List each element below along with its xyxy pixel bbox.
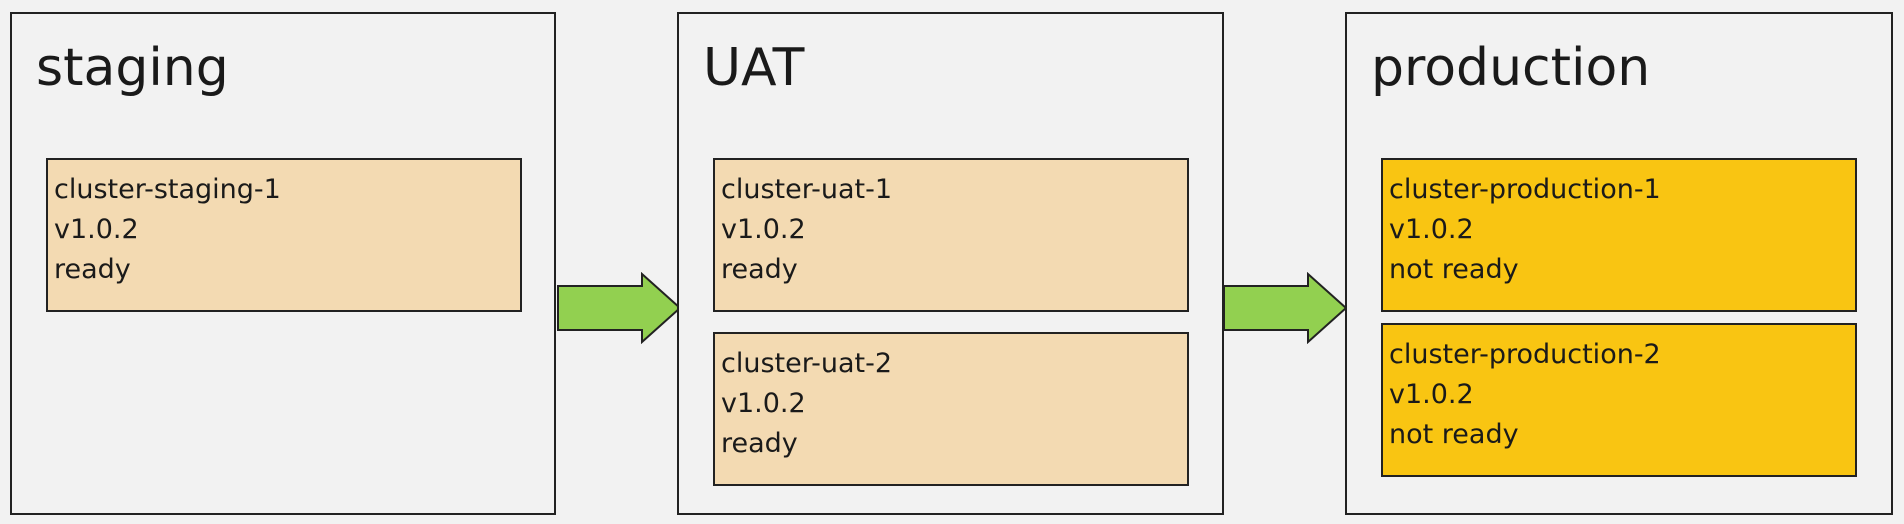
cluster-name: cluster-production-2 xyxy=(1389,339,1661,370)
cluster-name: cluster-staging-1 xyxy=(54,174,281,205)
cluster-version: v1.0.2 xyxy=(721,214,806,245)
arrow-shape xyxy=(557,272,682,344)
environment-title: production xyxy=(1371,38,1651,98)
cluster-card: cluster-production-2 v1.0.2 not ready xyxy=(1381,323,1857,477)
promote-arrow-icon xyxy=(557,272,682,344)
environment-uat: UAT cluster-uat-1 v1.0.2 ready cluster-u… xyxy=(677,12,1224,515)
environment-production: production cluster-production-1 v1.0.2 n… xyxy=(1345,12,1893,515)
arrow-shape xyxy=(1223,272,1348,344)
cluster-name: cluster-uat-2 xyxy=(721,348,893,379)
environment-staging: staging cluster-staging-1 v1.0.2 ready xyxy=(10,12,556,515)
cluster-card: cluster-uat-1 v1.0.2 ready xyxy=(713,158,1189,312)
cluster-card: cluster-staging-1 v1.0.2 ready xyxy=(46,158,522,312)
cluster-version: v1.0.2 xyxy=(1389,379,1474,410)
cluster-version: v1.0.2 xyxy=(1389,214,1474,245)
cluster-card: cluster-uat-2 v1.0.2 ready xyxy=(713,332,1189,486)
cluster-status: not ready xyxy=(1389,419,1519,450)
cluster-version: v1.0.2 xyxy=(54,214,139,245)
cluster-name: cluster-uat-1 xyxy=(721,174,893,205)
environment-title: UAT xyxy=(703,38,805,98)
cluster-name: cluster-production-1 xyxy=(1389,174,1661,205)
promote-arrow-icon xyxy=(1223,272,1348,344)
cluster-status: ready xyxy=(721,428,798,459)
environment-title: staging xyxy=(36,38,229,98)
cluster-status: not ready xyxy=(1389,254,1519,285)
cluster-version: v1.0.2 xyxy=(721,388,806,419)
cluster-status: ready xyxy=(54,254,131,285)
cluster-status: ready xyxy=(721,254,798,285)
cluster-card: cluster-production-1 v1.0.2 not ready xyxy=(1381,158,1857,312)
